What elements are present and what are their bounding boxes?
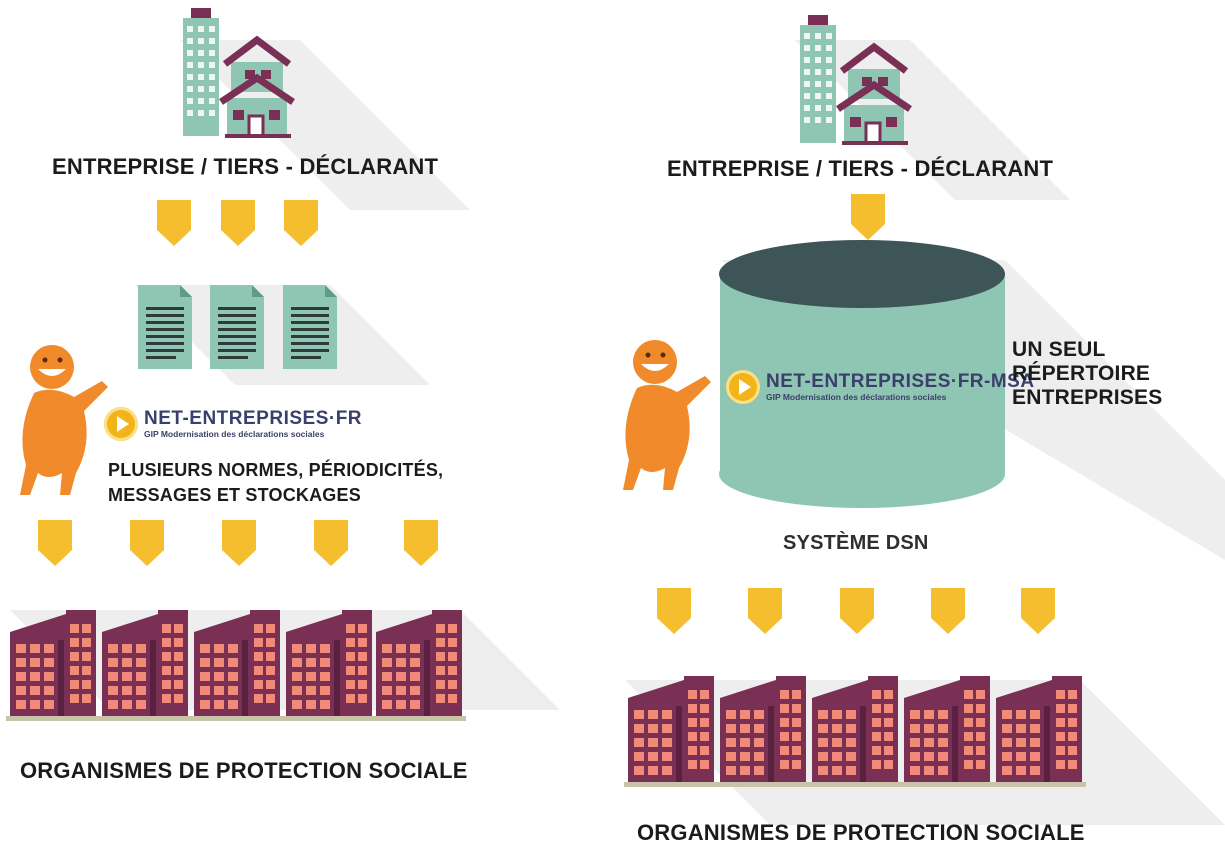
play-icon bbox=[726, 370, 760, 404]
dsn-database-cylinder bbox=[719, 240, 1005, 508]
left-note: PLUSIEURS NORMES, PÉRIODICITÉS, MESSAGES… bbox=[108, 458, 443, 508]
right-organisms-label: ORGANISMES DE PROTECTION SOCIALE bbox=[637, 820, 1085, 845]
repository-line-3: ENTREPRISES bbox=[1012, 386, 1163, 409]
right-organisms bbox=[624, 676, 1086, 787]
left-note-line-2: MESSAGES ET STOCKAGES bbox=[108, 485, 361, 505]
right-logo-name: NET-ENTREPRISES·FR-MSA bbox=[766, 371, 1035, 392]
left-organisms bbox=[6, 610, 466, 721]
left-logo-subtitle: GIP Modernisation des déclarations socia… bbox=[144, 429, 325, 439]
left-logo-name: NET-ENTREPRISES·FR bbox=[144, 408, 363, 429]
system-dsn-label: SYSTÈME DSN bbox=[783, 532, 929, 554]
left-enterprise-icon bbox=[183, 8, 293, 138]
repository-line-2: RÉPERTOIRE bbox=[1012, 362, 1151, 385]
left-net-entreprises-logo: NET-ENTREPRISES·FR GIP Modernisation des… bbox=[104, 407, 362, 441]
repository-line-1: UN SEUL bbox=[1012, 338, 1106, 361]
left-organisms-label: ORGANISMES DE PROTECTION SOCIALE bbox=[20, 758, 468, 783]
play-icon bbox=[104, 407, 138, 441]
left-note-line-1: PLUSIEURS NORMES, PÉRIODICITÉS, bbox=[108, 460, 444, 480]
right-arrows-to-organisms bbox=[657, 588, 1055, 634]
right-enterprise-icon bbox=[800, 15, 910, 145]
right-net-entreprises-msa-logo: NET-ENTREPRISES·FR-MSA GIP Modernisation… bbox=[726, 370, 1035, 404]
right-character bbox=[623, 340, 711, 490]
left-character bbox=[20, 345, 108, 495]
right-enterprise-label: ENTREPRISE / TIERS - DÉCLARANT bbox=[667, 156, 1054, 181]
right-logo-subtitle: GIP Modernisation des déclarations socia… bbox=[766, 392, 947, 402]
left-arrows-to-organisms bbox=[38, 520, 438, 566]
right-arrow-to-system bbox=[851, 194, 885, 240]
left-arrows-to-documents bbox=[157, 200, 318, 246]
left-documents bbox=[138, 285, 337, 369]
left-enterprise-label: ENTREPRISE / TIERS - DÉCLARANT bbox=[52, 154, 439, 179]
repository-note: UN SEUL RÉPERTOIRE ENTREPRISES bbox=[1012, 338, 1162, 410]
